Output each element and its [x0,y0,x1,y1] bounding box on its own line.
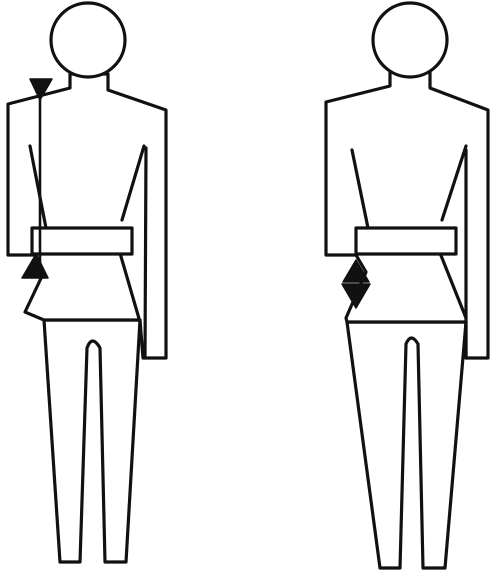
left-figure-head [51,3,125,77]
right-figure-forearm-band [356,228,456,254]
right-figure-head [373,3,447,77]
left-figure-right-arm-inner [145,148,146,358]
left-figure-legs [44,320,140,562]
left-figure-torso [8,74,166,358]
left-figure-forearm-band [32,228,132,254]
right-figure-legs [347,322,466,568]
standing-figure-right [326,3,488,568]
standing-figure-left [8,3,166,562]
